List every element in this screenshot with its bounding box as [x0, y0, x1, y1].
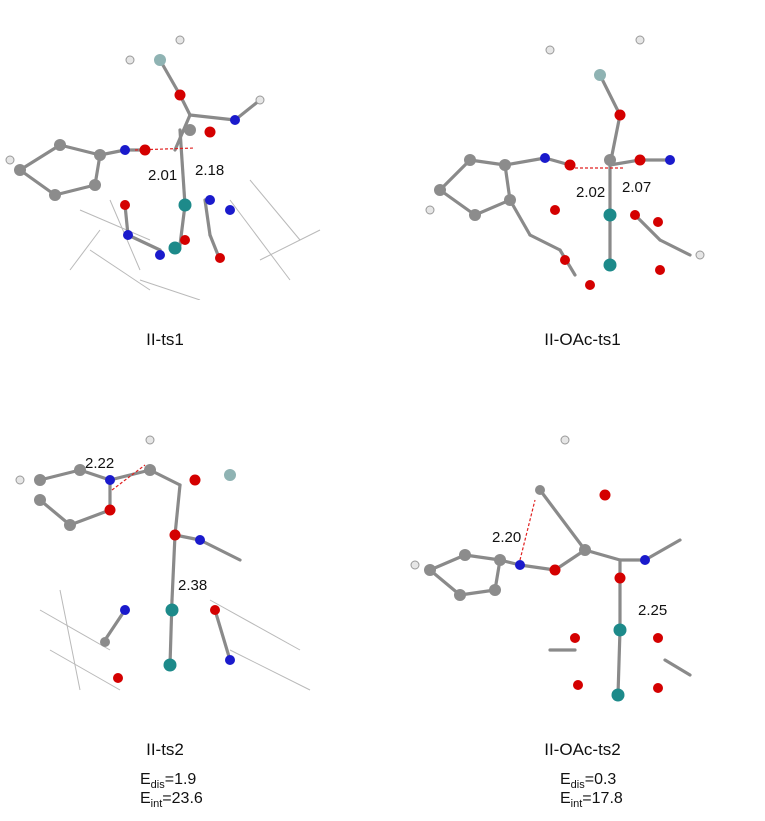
distortion-energy: Edis=0.3	[560, 771, 617, 792]
interaction-energy: Eint=17.8	[560, 790, 623, 811]
distance-label: 2.01	[148, 167, 177, 184]
distance-label: 2.25	[638, 602, 667, 619]
distance-label: 2.02	[576, 184, 605, 201]
interaction-energy: Eint=23.6	[140, 790, 203, 811]
distance-label: 2.18	[195, 162, 224, 179]
molecule-panel-ii-oac-ts1: 2.02 2.07 II-OAc-ts1	[400, 0, 765, 349]
molecule-ii-oac-ts2: 2.20 2.25	[410, 435, 692, 702]
molecule-panel-ii-ts2: 2.22 2.38 II-ts2 Edis=1.9 Eint=23.6	[0, 410, 380, 821]
structure-label: II-ts2	[146, 740, 184, 759]
structure-label: II-OAc-ts2	[544, 740, 621, 759]
molecule-ii-oac-ts1: 2.02 2.07	[425, 35, 705, 290]
molecule-panel-ii-ts1: 2.01 2.18 II-ts1	[0, 0, 380, 349]
distance-label: 2.20	[492, 529, 521, 546]
structure-label: II-ts1	[146, 330, 184, 349]
molecule-ii-ts1: 2.01 2.18	[5, 35, 321, 300]
structure-label: II-OAc-ts1	[544, 330, 621, 349]
distance-label: 2.07	[622, 179, 651, 196]
distortion-energy: Edis=1.9	[140, 771, 197, 792]
distance-label: 2.22	[85, 455, 114, 472]
distance-label: 2.38	[178, 577, 207, 594]
molecule-panel-ii-oac-ts2: 2.20 2.25 II-OAc-ts2 Edis=0.3 Eint=17.8	[400, 410, 765, 821]
molecule-ii-ts2: 2.22 2.38	[15, 435, 311, 691]
